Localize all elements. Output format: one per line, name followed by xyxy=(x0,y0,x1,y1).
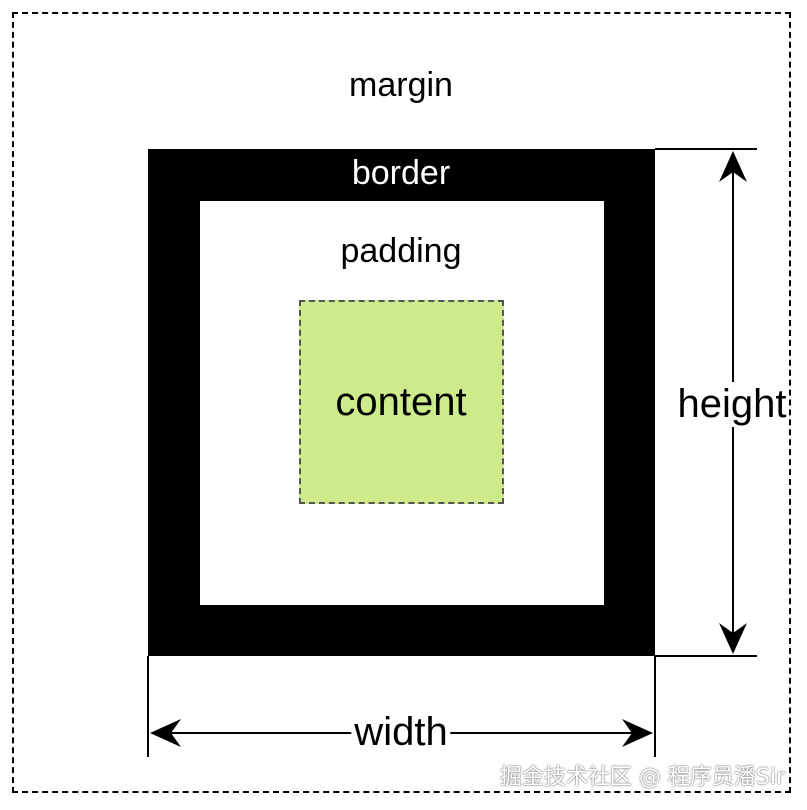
height-arrow-up-icon xyxy=(719,151,747,182)
width-label: width xyxy=(351,710,451,755)
height-arrow-down-icon xyxy=(719,623,747,654)
content-area xyxy=(299,300,504,504)
margin-area xyxy=(12,12,791,793)
height-label: height xyxy=(675,382,789,427)
width-arrow-right-icon xyxy=(622,719,653,747)
width-arrow-left-icon xyxy=(150,719,181,747)
padding-label: padding xyxy=(340,232,462,270)
border-label: border xyxy=(351,154,451,192)
margin-label: margin xyxy=(349,66,453,104)
watermark: 掘金技术社区 @ 程序员潘Sir xyxy=(499,765,785,790)
content-label: content xyxy=(335,380,467,424)
